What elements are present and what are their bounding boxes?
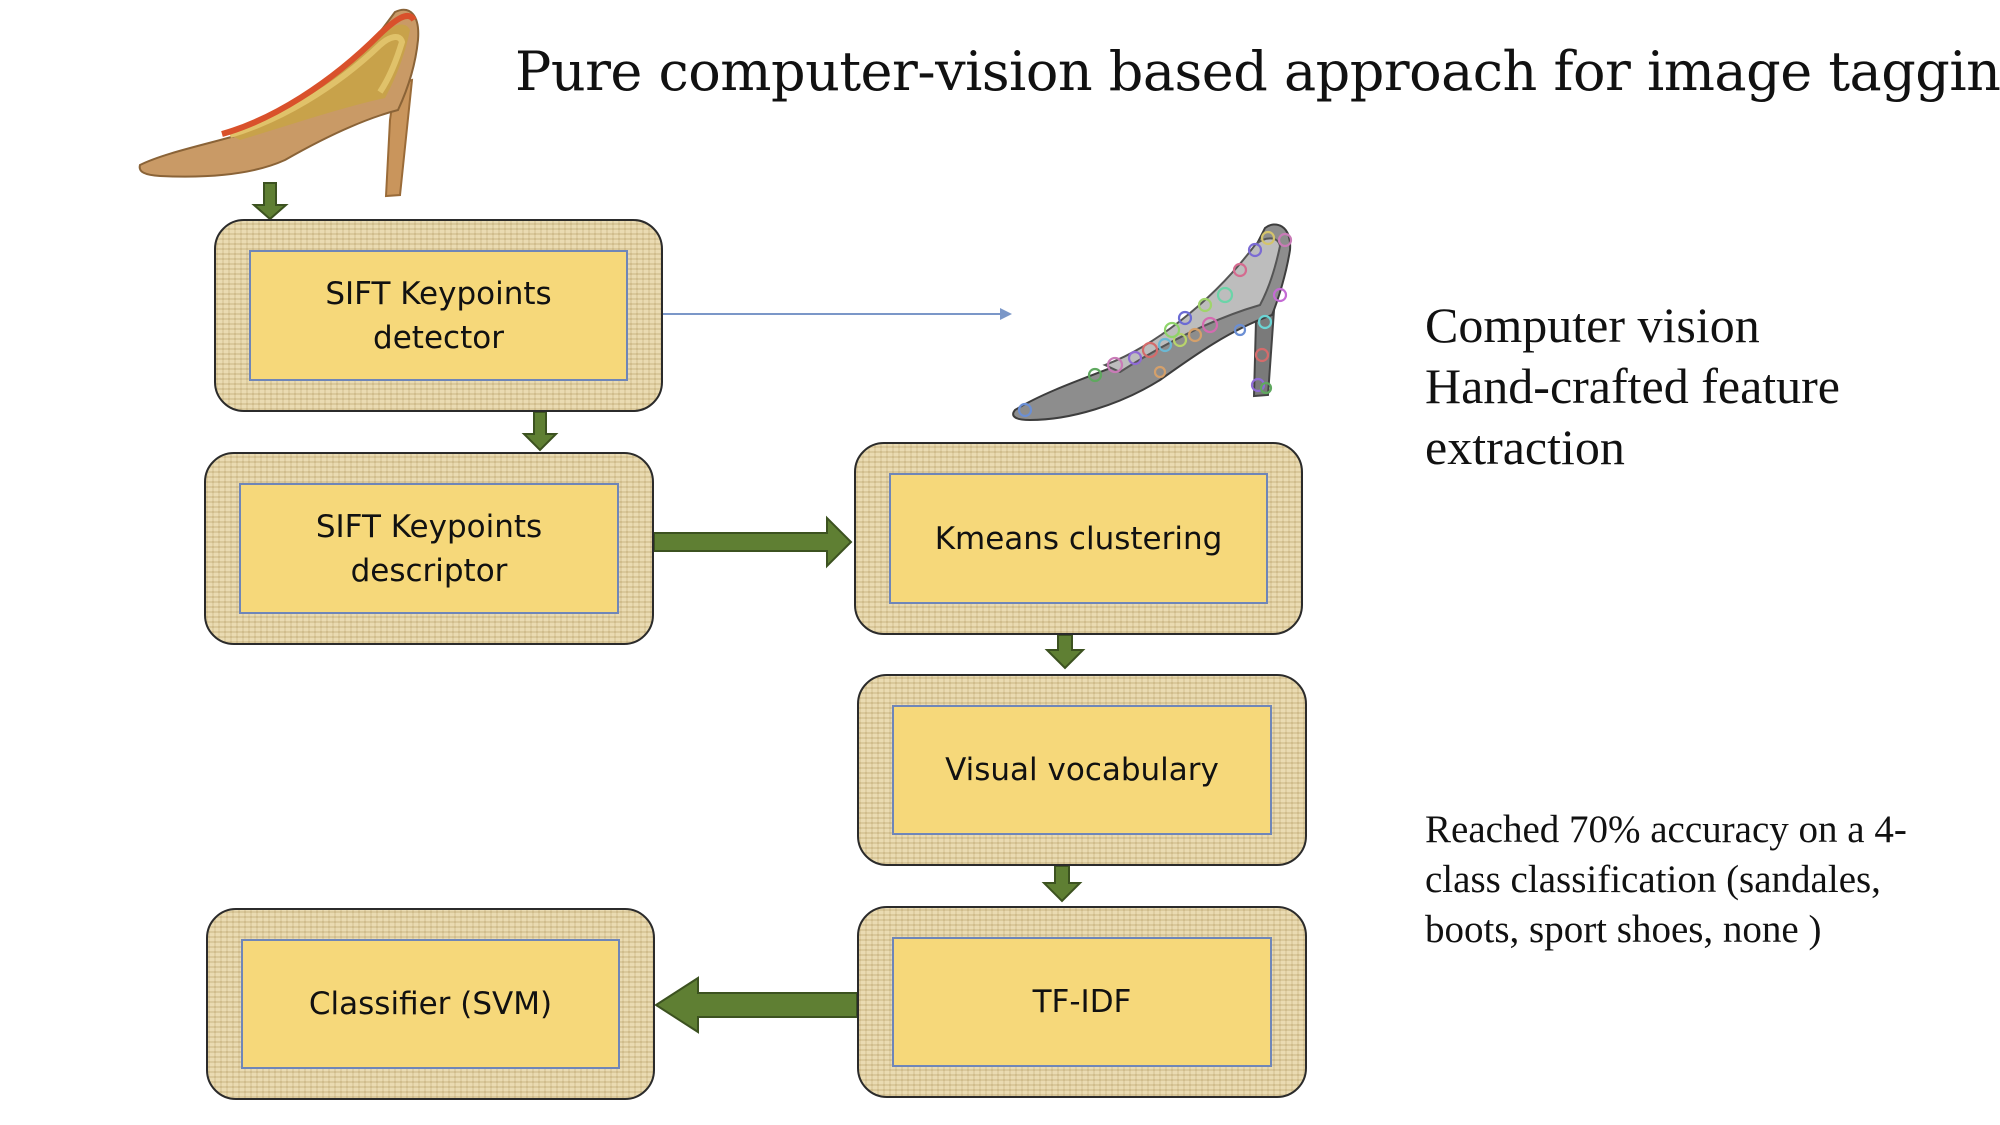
arrow-kmeans-to-vocabulary [1044,634,1086,670]
shoe-photo-icon [138,8,420,198]
note-accuracy: Reached 70% accuracy on a 4-class classi… [1425,808,1907,951]
arrow-detector-to-descriptor [521,411,559,452]
box-kmeans: Kmeans clustering [854,442,1303,635]
box-visual-vocabulary: Visual vocabulary [857,674,1307,866]
box-sift-detector: SIFT Keypoints detector [214,219,663,412]
box-sift-descriptor: SIFT Keypoints descriptor [204,452,654,645]
slide-title: Pure computer-vision based approach for … [515,40,2000,103]
box-sift-detector-label: SIFT Keypoints detector [325,275,552,356]
box-visual-vocabulary-inner: Visual vocabulary [892,705,1272,835]
arrow-descriptor-to-kmeans [653,515,853,569]
arrow-vocabulary-to-tfidf [1041,865,1083,903]
arrow-tfidf-to-classifier [654,976,858,1034]
box-classifier-label: Classifier (SVM) [308,986,553,1022]
box-sift-descriptor-inner: SIFT Keypoints descriptor [239,483,619,614]
box-kmeans-label: Kmeans clustering [934,520,1223,557]
note-feature-extraction: Computer vision Hand-crafted feature ext… [1425,297,1840,475]
box-visual-vocabulary-label: Visual vocabulary [945,752,1219,788]
box-classifier-inner: Classifier (SVM) [241,939,620,1069]
box-classifier: Classifier (SVM) [206,908,655,1100]
box-sift-descriptor-label: SIFT Keypoints descriptor [315,508,543,589]
connector-line-detector-to-image [663,308,1012,320]
box-kmeans-inner: Kmeans clustering [889,473,1268,604]
box-sift-detector-inner: SIFT Keypoints detector [249,250,628,381]
shoe-keypoints-visualization-icon [1012,223,1293,422]
box-tfidf-label: TF-IDF [1032,984,1132,1020]
arrow-input-to-detector [251,182,289,221]
box-tfidf-inner: TF-IDF [892,937,1272,1067]
box-tfidf: TF-IDF [857,906,1307,1098]
